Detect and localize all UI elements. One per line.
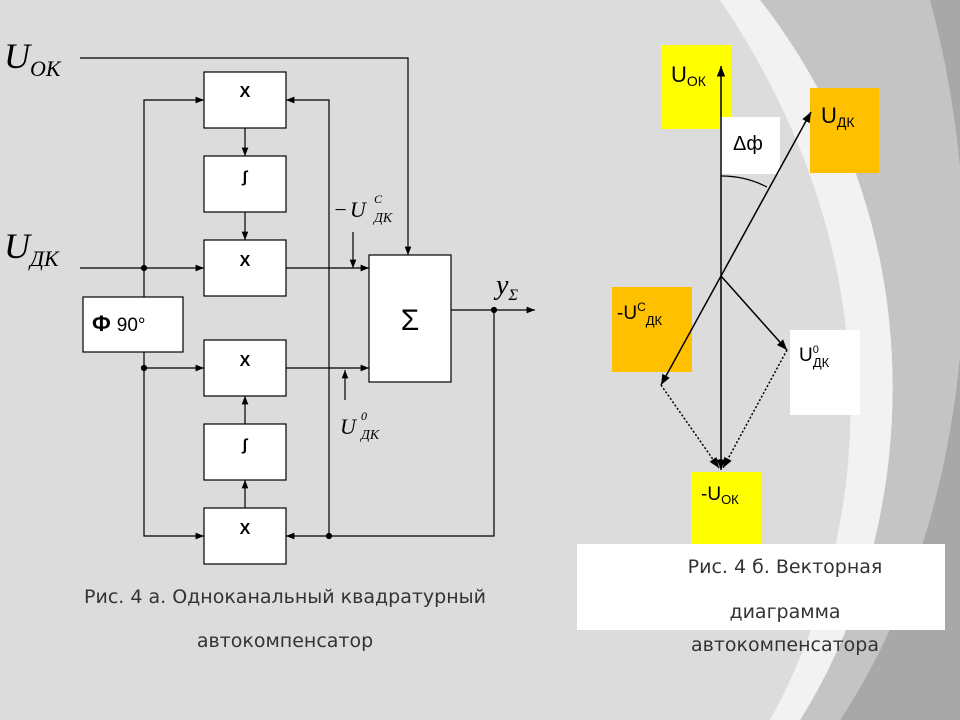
inject-bottom-sup: 0: [361, 409, 367, 423]
box-dphi: [720, 117, 780, 174]
input-dk-label: UДК: [4, 226, 60, 271]
multiplier-1-label: X: [240, 84, 251, 101]
vector-neg-uc: [660, 275, 722, 386]
caption-b-line2: диаграмма: [729, 601, 841, 623]
inject-bottom-sub: ДК: [359, 428, 380, 443]
inject-bottom-label: U: [340, 414, 358, 439]
label-neg-uok: -UОК: [701, 484, 739, 507]
multiplier-2: [203, 239, 287, 297]
phase-shifter: [82, 296, 184, 353]
integrator-1-label: ∫: [241, 169, 249, 186]
vector-udk: [720, 111, 812, 277]
background-decoration: [720, 0, 960, 720]
caption-b-box: [577, 544, 945, 630]
integrator-2-label: ∫: [241, 437, 249, 454]
inject-top-sub: ДК: [372, 211, 393, 226]
bg-arc-light: [720, 0, 893, 720]
wire-feedback: [286, 310, 495, 540]
angle-arc: [720, 175, 768, 188]
wire-feedback-up: [286, 96, 330, 536]
multiplier-4-label: X: [240, 521, 251, 538]
integrator-1: [203, 155, 287, 213]
wire-udk-up: [143, 96, 204, 268]
summer-label: Σ: [401, 304, 420, 337]
box-neg-uc: [612, 287, 692, 372]
inject-top-label: −U: [333, 197, 368, 222]
label-neg-uc: -UСДК: [617, 300, 663, 328]
caption-b-line1: Рис. 4 б. Векторная: [687, 556, 883, 578]
bg-arc-mid: [760, 0, 960, 720]
dotted-left: [660, 384, 720, 469]
box-udk: [810, 88, 879, 173]
inject-top-sup: С: [374, 192, 383, 206]
input-ok-label: UОК: [4, 36, 62, 81]
caption-b-line3: автокомпенсатора: [691, 634, 879, 656]
wire-phase-out: [143, 352, 204, 540]
caption-a-line1: Рис. 4 а. Одноканальный квадратурный: [84, 586, 486, 608]
label-uok: UОК: [671, 62, 707, 89]
label-udk: UДК: [821, 103, 855, 130]
multiplier-2-label: X: [240, 253, 251, 270]
label-dphi: Δф: [733, 133, 763, 155]
summer-block: [368, 254, 452, 383]
multiplier-3-label: X: [240, 353, 251, 370]
caption-a-line2: автокомпенсатор: [196, 630, 374, 652]
wire-uok: [80, 57, 412, 255]
output-label: yΣ: [493, 270, 518, 304]
vector-u0: [720, 275, 788, 351]
box-neg-uok: [691, 472, 761, 544]
box-u0: [790, 330, 860, 415]
box-uok: [661, 45, 731, 129]
dotted-right: [722, 349, 788, 469]
